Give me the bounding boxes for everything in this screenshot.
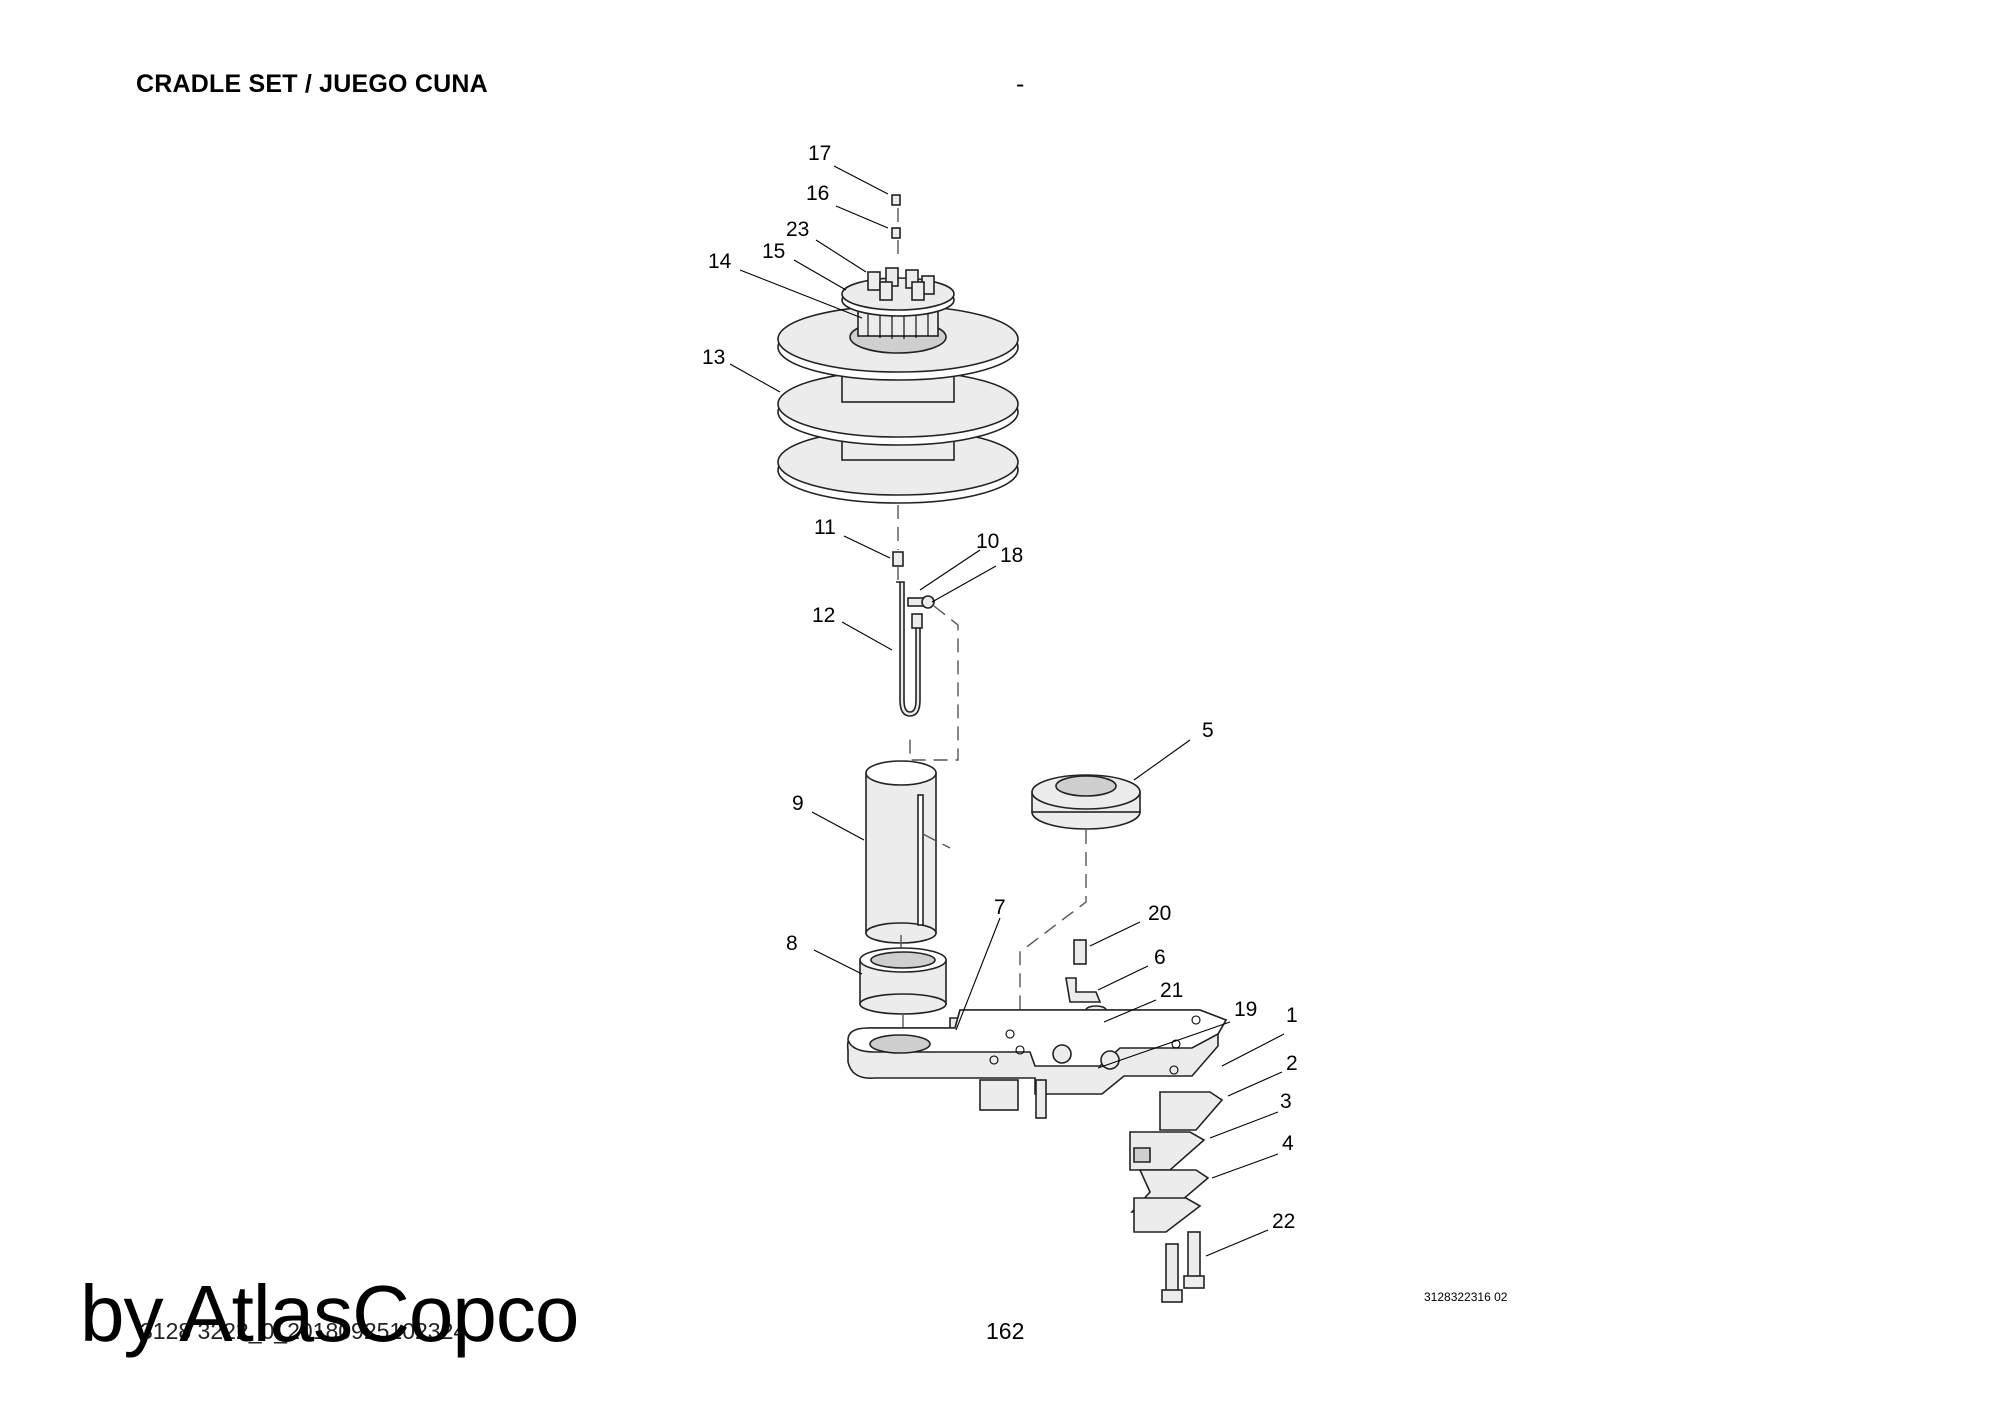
brackets-2-3-4: [1129, 1091, 1224, 1303]
callout-9: 9: [792, 792, 804, 815]
callout-17: 17: [808, 142, 831, 165]
callout-13: 13: [702, 346, 725, 369]
callout-11: 11: [814, 516, 836, 539]
callout-22: 22: [1272, 1210, 1295, 1233]
pulley-5: [1019, 774, 1141, 1030]
callout-8: 8: [786, 932, 798, 955]
page-title: CRADLE SET / JUEGO CUNA: [136, 70, 488, 98]
drawing-number: 3128322316 02: [1424, 1290, 1508, 1304]
callout-19: 19: [1234, 998, 1257, 1021]
callout-6: 6: [1154, 946, 1166, 969]
callout-2: 2: [1286, 1052, 1298, 1075]
base-plate-1: [846, 1009, 1228, 1119]
callout-14: 14: [708, 250, 732, 273]
callout-23: 23: [786, 218, 809, 241]
callout-18: 18: [1000, 544, 1023, 567]
callout-20: 20: [1148, 902, 1171, 925]
ring-8: [859, 947, 947, 1040]
callout-15: 15: [762, 240, 785, 263]
page-number: 162: [986, 1318, 1025, 1344]
callout-3: 3: [1280, 1090, 1292, 1113]
callout-10: 10: [976, 530, 999, 553]
callout-1: 1: [1286, 1004, 1298, 1027]
callouts: 17 16 23 15 14 13 11 10 18 12 5 9 7 20 6…: [702, 142, 1298, 1257]
callout-4: 4: [1282, 1132, 1294, 1155]
sleeve-9: [865, 760, 951, 955]
pulley-stack: [777, 194, 1019, 550]
callout-5: 5: [1202, 719, 1214, 742]
callout-7: 7: [994, 896, 1006, 919]
grease-line-assembly: [892, 551, 959, 761]
document-code: 3128 3222_0_20180925102324: [140, 1318, 467, 1344]
callout-21: 21: [1160, 979, 1183, 1002]
watermark: by AtlasCopco: [80, 1269, 579, 1358]
callout-16: 16: [806, 182, 829, 205]
callout-12: 12: [812, 604, 835, 627]
header-dash: -: [1016, 70, 1025, 98]
